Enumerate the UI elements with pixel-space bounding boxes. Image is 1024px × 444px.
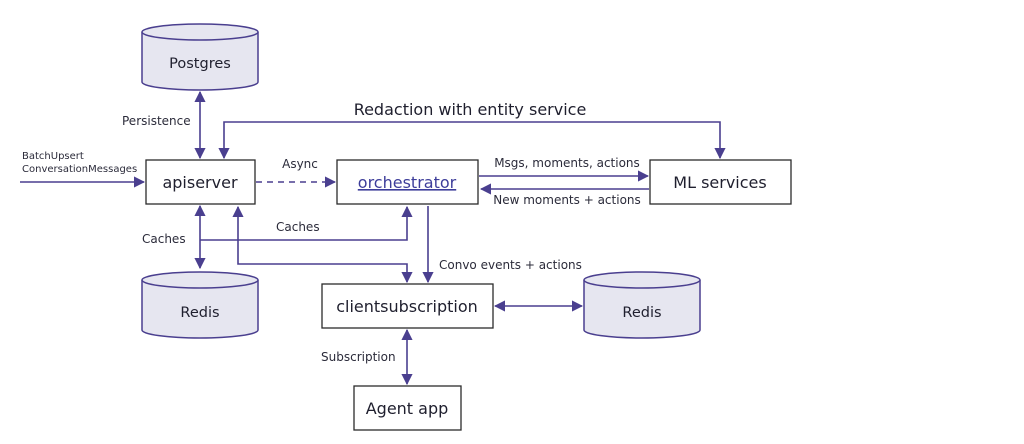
subscription-label: Subscription bbox=[321, 350, 396, 364]
postgres-database: Postgres bbox=[141, 23, 259, 91]
batch-upsert-label-2: ConversationMessages bbox=[22, 164, 137, 175]
ml-services-node: ML services bbox=[649, 159, 792, 205]
orchestrator-node: orchestrator bbox=[336, 159, 479, 205]
redis-right-label: Redis bbox=[622, 305, 661, 321]
redaction-edge bbox=[218, 121, 726, 160]
persistence-label: Persistence bbox=[122, 114, 191, 128]
postgres-label: Postgres bbox=[169, 56, 231, 72]
new-moments-label: New moments + actions bbox=[493, 193, 641, 207]
msgs-label: Msgs, moments, actions bbox=[494, 156, 640, 170]
redis-right-database: Redis bbox=[583, 271, 701, 339]
agent-app-node: Agent app bbox=[353, 385, 462, 431]
apiserver-node: apiserver bbox=[145, 159, 256, 205]
redaction-label: Redaction with entity service bbox=[354, 100, 587, 119]
caches-left-label: Caches bbox=[142, 232, 186, 246]
orchestrator-link[interactable]: orchestrator bbox=[358, 173, 457, 192]
agent-app-label: Agent app bbox=[366, 399, 449, 418]
redis-left-label: Redis bbox=[180, 305, 219, 321]
clientsubscription-label: clientsubscription bbox=[336, 297, 478, 316]
async-label: Async bbox=[282, 157, 318, 171]
clientsubscription-node: clientsubscription bbox=[321, 283, 494, 329]
clientsubscription-apiserver-edge bbox=[232, 205, 413, 284]
caches-mid-label: Caches bbox=[276, 220, 320, 234]
ml-services-label: ML services bbox=[673, 173, 766, 192]
convo-events-label: Convo events + actions bbox=[439, 258, 582, 272]
apiserver-label: apiserver bbox=[162, 173, 237, 192]
redis-left-database: Redis bbox=[141, 271, 259, 339]
batch-upsert-label-1: BatchUpsert bbox=[22, 151, 84, 162]
